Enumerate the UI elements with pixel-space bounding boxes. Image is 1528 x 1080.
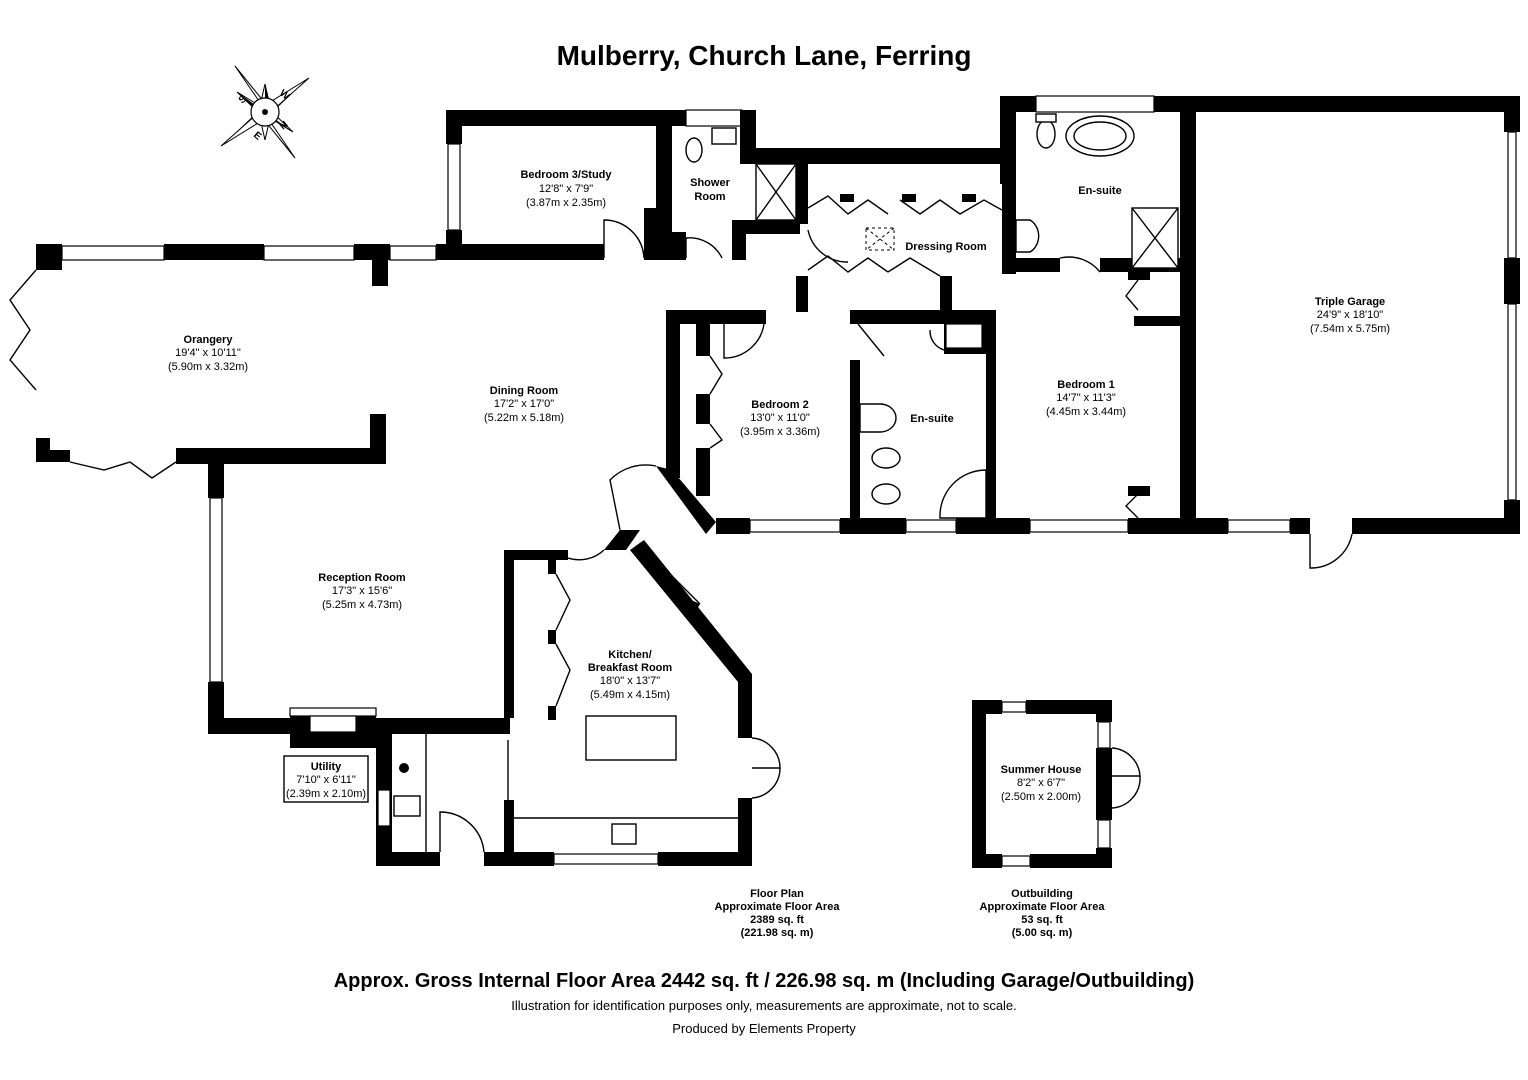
doors-and-fixtures — [9, 113, 1353, 853]
room-label-orangery: Orangery 19'4" x 10'11" (5.90m x 3.32m) — [168, 334, 248, 373]
floor-plan-area-line1: Floor Plan — [750, 888, 804, 900]
compass-rose-icon: S W N E — [220, 65, 310, 159]
compass-letter-e: E — [251, 130, 263, 143]
kitchen-name-line2: Breakfast Room — [588, 662, 673, 674]
bedroom3-metric: (3.87m x 2.35m) — [526, 197, 606, 209]
bedroom3-name: Bedroom 3/Study — [520, 169, 612, 181]
ensuite1-name: En-suite — [1078, 185, 1121, 197]
reception-room-name: Reception Room — [318, 572, 406, 584]
dining-room-metric: (5.22m x 5.18m) — [484, 412, 564, 424]
room-label-reception-room: Reception Room 17'3" x 15'6" (5.25m x 4.… — [318, 572, 406, 611]
compass-letter-n: N — [278, 119, 291, 132]
triple-garage-imperial: 24'9" x 18'10" — [1317, 309, 1384, 321]
disclaimer-text: Illustration for identification purposes… — [511, 998, 1017, 1013]
reception-room-metric: (5.25m x 4.73m) — [322, 599, 402, 611]
room-label-bedroom3: Bedroom 3/Study 12'8" x 7'9" (3.87m x 2.… — [520, 169, 612, 209]
page-title: Mulberry, Church Lane, Ferring — [556, 40, 972, 71]
bedroom2-name: Bedroom 2 — [751, 399, 808, 411]
room-label-shower-room: Shower Room — [690, 177, 730, 203]
kitchen-name-line1: Kitchen/ — [608, 649, 651, 661]
room-label-utility: Utility 7'10" x 6'11" (2.39m x 2.10m) — [286, 761, 366, 800]
orangery-imperial: 19'4" x 10'11" — [175, 347, 241, 359]
room-label-triple-garage: Triple Garage 24'9" x 18'10" (7.54m x 5.… — [1310, 296, 1390, 335]
utility-imperial: 7'10" x 6'11" — [296, 774, 356, 786]
shower-room-name-line1: Shower — [690, 177, 730, 189]
bedroom2-metric: (3.95m x 3.36m) — [740, 426, 820, 438]
shower-room-name-line2: Room — [694, 191, 725, 203]
bedroom3-imperial: 12'8" x 7'9" — [539, 183, 593, 195]
kitchen-imperial: 18'0" x 13'7" — [600, 675, 660, 687]
outbuilding-area-line1: Outbuilding — [1011, 888, 1073, 900]
dining-room-name: Dining Room — [490, 385, 559, 397]
summer-house-metric: (2.50m x 2.00m) — [1001, 791, 1081, 803]
floor-plan-area-line4: (221.98 sq. m) — [740, 927, 814, 939]
outbuilding-area-line3: 53 sq. ft — [1021, 914, 1063, 926]
outbuilding-area-note: Outbuilding Approximate Floor Area 53 sq… — [957, 888, 1127, 940]
bedroom2-imperial: 13'0" x 11'0" — [750, 412, 810, 424]
outbuilding-area-line2: Approximate Floor Area — [979, 901, 1105, 913]
floor-plan-area-line3: 2389 sq. ft — [750, 914, 804, 926]
room-label-bedroom2: Bedroom 2 13'0" x 11'0" (3.95m x 3.36m) — [740, 399, 820, 438]
bedroom1-imperial: 14'7" x 11'3" — [1056, 392, 1116, 404]
produced-by-text: Produced by Elements Property — [672, 1021, 856, 1036]
floor-plan-area-note: Floor Plan Approximate Floor Area 2389 s… — [692, 888, 862, 940]
kitchen-metric: (5.49m x 4.15m) — [590, 689, 670, 701]
triple-garage-name: Triple Garage — [1315, 296, 1385, 308]
ensuite2-name: En-suite — [910, 413, 953, 425]
room-label-dining-room: Dining Room 17'2" x 17'0" (5.22m x 5.18m… — [484, 385, 564, 424]
triple-garage-metric: (7.54m x 5.75m) — [1310, 323, 1390, 335]
floor-plan-area-line2: Approximate Floor Area — [714, 901, 840, 913]
outbuilding-area-line4: (5.00 sq. m) — [1011, 927, 1073, 939]
exterior-walls — [36, 95, 1520, 868]
utility-metric: (2.39m x 2.10m) — [286, 788, 366, 800]
orangery-metric: (5.90m x 3.32m) — [168, 361, 248, 373]
bedroom1-name: Bedroom 1 — [1057, 379, 1114, 391]
reception-room-imperial: 17'3" x 15'6" — [332, 585, 392, 597]
gross-area-text: Approx. Gross Internal Floor Area 2442 s… — [333, 970, 1195, 992]
dining-room-imperial: 17'2" x 17'0" — [494, 398, 554, 410]
orangery-name: Orangery — [184, 334, 234, 346]
summer-house-imperial: 8'2" x 6'7" — [1017, 777, 1065, 789]
room-label-summer-house: Summer House 8'2" x 6'7" (2.50m x 2.00m) — [1001, 764, 1082, 803]
dressing-room-name: Dressing Room — [905, 241, 987, 253]
utility-name: Utility — [311, 761, 342, 773]
room-label-kitchen: Kitchen/ Breakfast Room 18'0" x 13'7" (5… — [588, 649, 673, 701]
summer-house-name: Summer House — [1001, 764, 1082, 776]
room-label-bedroom1: Bedroom 1 14'7" x 11'3" (4.45m x 3.44m) — [1046, 379, 1126, 418]
bedroom1-metric: (4.45m x 3.44m) — [1046, 406, 1126, 418]
